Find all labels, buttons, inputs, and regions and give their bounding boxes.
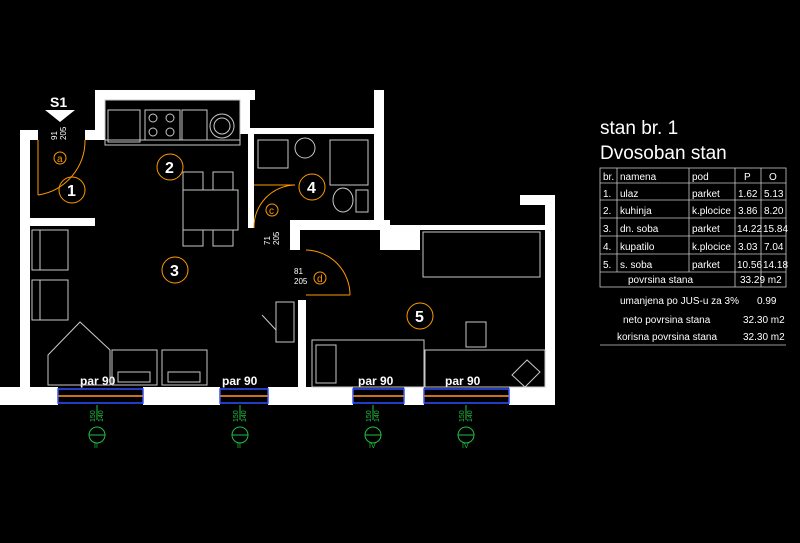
svg-text:namena: namena <box>620 172 657 183</box>
window-mark-text: 150 140 II 150 140 II 150 140 IV 150 140… <box>90 410 474 450</box>
table-row: 2. kuhinja k.plocice 3.86 8.20 <box>603 206 784 217</box>
svg-text:1.62: 1.62 <box>738 189 758 200</box>
window-dim: 150 <box>90 410 97 422</box>
svg-text:ulaz: ulaz <box>620 189 638 200</box>
door-letter: a <box>57 154 63 165</box>
summary-value: 0.99 <box>757 296 777 307</box>
svg-text:14.22: 14.22 <box>737 224 762 235</box>
svg-text:5.: 5. <box>603 260 611 271</box>
door-tags: a 91 205 c 71 205 d 81 205 <box>50 126 327 286</box>
window-label: par 90 <box>222 374 258 388</box>
window-tag: II <box>94 443 98 450</box>
table-row: 4. kupatilo k.plocice 3.03 7.04 <box>603 242 784 253</box>
summary-label: neto povrsina stana <box>623 315 711 326</box>
doors <box>37 139 351 296</box>
svg-text:parket: parket <box>692 260 720 271</box>
svg-text:dn. soba: dn. soba <box>620 224 659 235</box>
table-row: 3. dn. soba parket 14.22 15.84 <box>603 224 788 235</box>
window-label: par 90 <box>445 374 481 388</box>
area-summary: umanjena po JUS-u za 3% 0.99 neto povrsi… <box>600 296 786 346</box>
door-height: 205 <box>59 126 68 140</box>
summary-value: 32.30 m2 <box>743 315 785 326</box>
svg-text:k.plocice: k.plocice <box>692 206 731 217</box>
svg-text:kuhinja: kuhinja <box>620 206 652 217</box>
window-dim: 140 <box>98 410 105 422</box>
window-tag: IV <box>369 443 376 450</box>
section-mark-label: S1 <box>50 94 67 110</box>
window-dim: 150 <box>366 410 373 422</box>
window-tag: II <box>237 443 241 450</box>
window-dim: 140 <box>241 410 248 422</box>
door-width: 81 <box>294 267 303 276</box>
svg-text:3.86: 3.86 <box>738 206 758 217</box>
svg-text:4.: 4. <box>603 242 611 253</box>
svg-text:parket: parket <box>692 189 720 200</box>
window-dim: 150 <box>233 410 240 422</box>
svg-text:10.56: 10.56 <box>737 260 762 271</box>
window-label: par 90 <box>358 374 394 388</box>
summary-value: 32.30 m2 <box>743 332 785 343</box>
window-marks <box>88 405 475 444</box>
table-row: 5. s. soba parket 10.56 14.18 <box>603 260 788 271</box>
svg-text:s. soba: s. soba <box>620 260 653 271</box>
walls <box>0 90 555 405</box>
table-row: 1. ulaz parket 1.62 5.13 <box>603 189 784 200</box>
svg-text:7.04: 7.04 <box>764 242 784 253</box>
svg-text:parket: parket <box>692 224 720 235</box>
title-block: stan br. 1 Dvosoban stan <box>600 118 727 164</box>
room-number: 3 <box>170 263 179 280</box>
window-dim: 140 <box>374 410 381 422</box>
room-number: 1 <box>67 183 76 200</box>
room-number: 2 <box>165 160 174 177</box>
plan-subtitle: Dvosoban stan <box>600 143 727 164</box>
room-markers: 1 2 3 4 5 <box>58 153 434 330</box>
svg-text:15.84: 15.84 <box>763 224 788 235</box>
section-mark: S1 <box>45 94 75 122</box>
table-total-row: povrsina stana 33.29 m2 <box>628 275 782 286</box>
window-dim: 150 <box>459 410 466 422</box>
area-table: br. namena pod P O 1. ulaz parket 1.62 5… <box>599 167 788 288</box>
svg-text:33.29 m2: 33.29 m2 <box>740 275 782 286</box>
summary-label: umanjena po JUS-u za 3% <box>620 296 739 307</box>
plan-title: stan br. 1 <box>600 118 678 139</box>
door-letter: d <box>317 274 323 285</box>
window-labels: par 90 par 90 par 90 par 90 <box>80 374 481 388</box>
svg-text:14.18: 14.18 <box>763 260 788 271</box>
window-tag: IV <box>462 443 469 450</box>
window-dim: 140 <box>467 410 474 422</box>
svg-text:O: O <box>769 172 777 183</box>
svg-text:3.: 3. <box>603 224 611 235</box>
svg-text:1.: 1. <box>603 189 611 200</box>
svg-text:pod: pod <box>692 172 709 183</box>
door-height: 205 <box>272 231 281 245</box>
room-number: 5 <box>415 309 424 326</box>
svg-text:kupatilo: kupatilo <box>620 242 655 253</box>
svg-text:3.03: 3.03 <box>738 242 758 253</box>
room-number: 4 <box>307 180 316 197</box>
summary-label: korisna povrsina stana <box>617 332 717 343</box>
door-height: 205 <box>294 277 308 286</box>
svg-text:k.plocice: k.plocice <box>692 242 731 253</box>
door-width: 71 <box>263 236 272 245</box>
door-width: 91 <box>50 131 59 140</box>
svg-text:5.13: 5.13 <box>764 189 784 200</box>
door-letter: c <box>269 206 274 217</box>
svg-text:povrsina stana: povrsina stana <box>628 275 693 286</box>
table-header: br. namena pod P O <box>603 172 777 183</box>
svg-text:br.: br. <box>603 172 614 183</box>
svg-text:8.20: 8.20 <box>764 206 784 217</box>
windows <box>57 388 510 404</box>
furniture <box>31 99 546 388</box>
svg-text:2.: 2. <box>603 206 611 217</box>
svg-text:P: P <box>744 172 751 183</box>
